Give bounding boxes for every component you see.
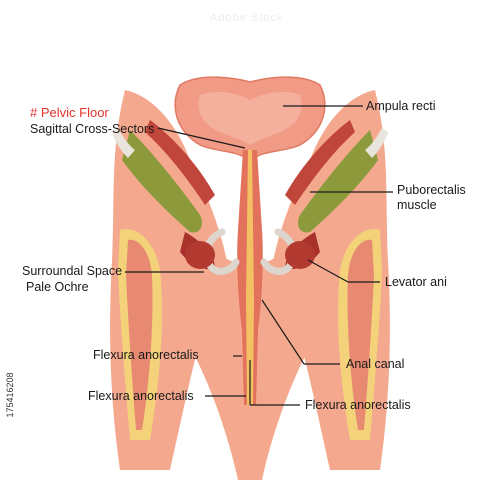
label-flexura-3: Flexura anorectalis bbox=[305, 398, 411, 412]
label-flexura-1: Flexura anorectalis bbox=[93, 348, 199, 362]
label-levator-ani: Levator ani bbox=[385, 275, 447, 289]
label-ampula-recti: Ampula recti bbox=[366, 99, 436, 113]
label-surroundal-1: Surroundal Space bbox=[22, 264, 123, 278]
left-fat-inner bbox=[126, 239, 153, 430]
left-pocket bbox=[185, 241, 215, 269]
diagram-subtitle: Sagittal Cross-Sectors bbox=[30, 122, 155, 136]
label-puborectalis-2: muscle bbox=[397, 198, 437, 212]
leader-anal bbox=[261, 299, 305, 365]
label-flexura-2: Flexura anorectalis bbox=[88, 389, 194, 403]
right-bone bbox=[365, 128, 388, 158]
left-curl bbox=[202, 228, 240, 275]
left-muscle-band-red bbox=[145, 120, 215, 205]
label-puborectalis-1: Puborectalis bbox=[397, 183, 466, 197]
label-anal-canal: Anal canal bbox=[346, 357, 405, 371]
stock-id: 175416208 bbox=[5, 372, 15, 418]
leader-lines bbox=[125, 105, 393, 406]
leader-sagittal bbox=[157, 127, 246, 149]
right-fat-inner bbox=[347, 239, 374, 430]
bladder-inner bbox=[198, 92, 302, 145]
label-surroundal-2: Pale Ochre bbox=[26, 280, 89, 294]
leader-levator bbox=[307, 259, 349, 283]
diagram-title: # Pelvic Floor bbox=[30, 105, 109, 120]
right-muscle-band-red bbox=[285, 120, 355, 205]
left-muscle-band-green bbox=[122, 130, 202, 233]
right-curl bbox=[260, 228, 298, 275]
right-pocket bbox=[285, 241, 315, 269]
left-muscles bbox=[112, 120, 215, 440]
right-muscle-band-green bbox=[298, 130, 378, 233]
rectum-lumen bbox=[246, 150, 254, 405]
watermark: Adobe Stock bbox=[210, 12, 284, 24]
left-bone bbox=[112, 128, 135, 158]
